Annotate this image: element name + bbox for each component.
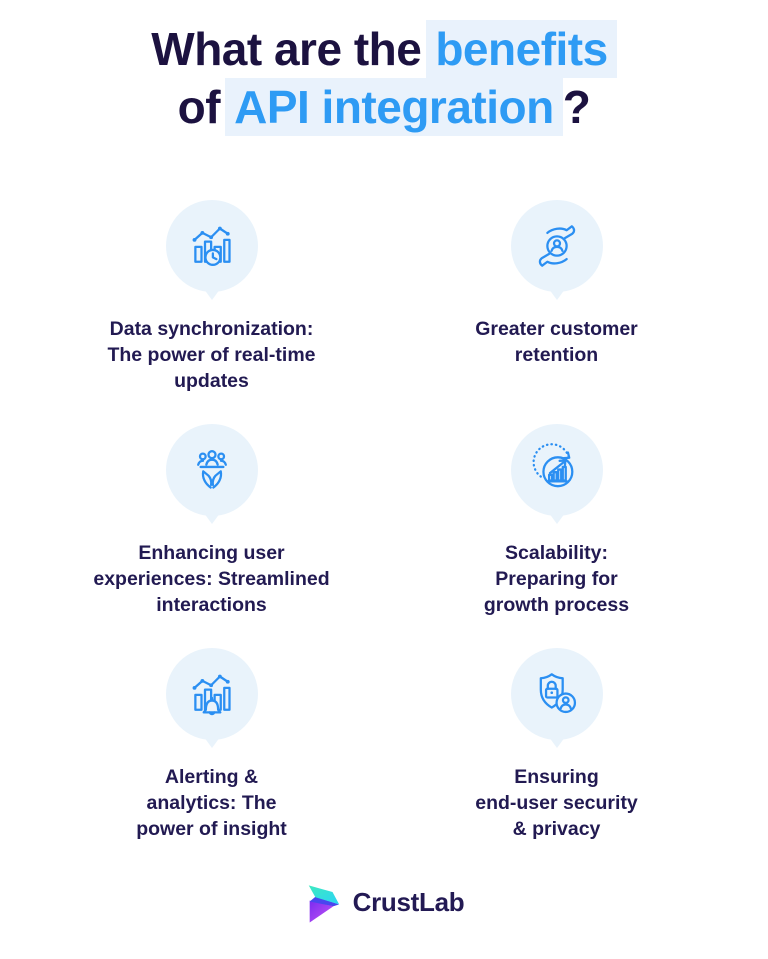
title-highlight-api-integration: API integration xyxy=(225,78,563,136)
benefit-card-data-synchronization: Data synchronization: The power of real-t… xyxy=(39,200,384,394)
bubble-tail xyxy=(545,733,568,748)
benefit-label: Data synchronization: The power of real-t… xyxy=(107,316,315,394)
chart-alert-bell-icon xyxy=(192,674,231,716)
title-text-1: What are the xyxy=(151,23,422,75)
benefit-label-line: Scalability: xyxy=(505,542,608,564)
title-question-mark: ? xyxy=(562,81,591,133)
footer-brand: CrustLab xyxy=(0,880,768,925)
benefit-label-line: experiences: Streamlined xyxy=(93,568,330,590)
benefit-label-line: growth process xyxy=(483,594,630,616)
hands-supporting-users-icon xyxy=(196,450,227,489)
benefit-label-line: power of insight xyxy=(136,818,287,840)
benefit-label-line: updates xyxy=(174,370,249,392)
icon-bubble xyxy=(165,200,258,300)
benefit-label: Scalability: Preparing for growth process xyxy=(484,540,629,618)
benefit-label-line: end-user security xyxy=(475,792,638,814)
benefit-card-customer-retention: Greater customer retention xyxy=(384,200,729,394)
benefit-card-scalability: Scalability: Preparing for growth process xyxy=(384,424,729,618)
benefit-label-line: Alerting & xyxy=(164,766,259,788)
title-text-2: of xyxy=(177,81,221,133)
benefits-grid: Data synchronization: The power of real-t… xyxy=(39,200,729,842)
icon-bubble xyxy=(510,648,603,748)
benefit-label-line: Ensuring xyxy=(514,766,599,788)
hands-holding-customer-icon xyxy=(538,225,575,267)
benefit-label: Enhancing user experiences: Streamlined in… xyxy=(93,540,329,618)
bubble-tail xyxy=(200,509,223,524)
benefit-label-line: retention xyxy=(514,344,599,366)
benefit-label: Alerting & analytics: The power of insight xyxy=(136,764,287,842)
benefit-label-line: interactions xyxy=(156,594,267,616)
benefit-label-line: & privacy xyxy=(512,818,601,840)
benefit-card-alerting-analytics: Alerting & analytics: The power of insight xyxy=(39,648,384,842)
realtime-chart-clock-icon xyxy=(192,226,231,266)
icon-bubble xyxy=(510,424,603,524)
growth-chart-cycle-icon xyxy=(531,443,573,488)
benefit-card-user-experience: Enhancing user experiences: Streamlined in… xyxy=(39,424,384,618)
icon-bubble xyxy=(165,648,258,748)
icon-bubble xyxy=(510,200,603,300)
shield-lock-user-icon xyxy=(539,673,576,714)
benefit-label-line: Greater customer xyxy=(475,318,638,340)
bubble-tail xyxy=(545,509,568,524)
benefit-card-end-user-security: Ensuring end-user security & privacy xyxy=(384,648,729,842)
crustlab-logo-icon xyxy=(308,885,339,923)
icon-bubble xyxy=(165,424,258,524)
benefit-label: Ensuring end-user security & privacy xyxy=(475,764,638,842)
brand-name: CrustLab xyxy=(352,887,465,917)
benefit-label-line: analytics: The xyxy=(146,792,277,814)
benefit-label-line: Data synchronization: xyxy=(109,318,314,340)
benefit-label-line: The power of real-time xyxy=(107,344,316,366)
benefit-label-line: Preparing for xyxy=(495,568,618,590)
benefit-label: Greater customer retention xyxy=(475,316,638,368)
benefit-label-line: Enhancing user xyxy=(138,542,285,564)
title-highlight-benefits: benefits xyxy=(426,20,617,78)
bubble-tail xyxy=(200,733,223,748)
bubble-tail xyxy=(545,285,568,300)
bubble-tail xyxy=(200,285,223,300)
